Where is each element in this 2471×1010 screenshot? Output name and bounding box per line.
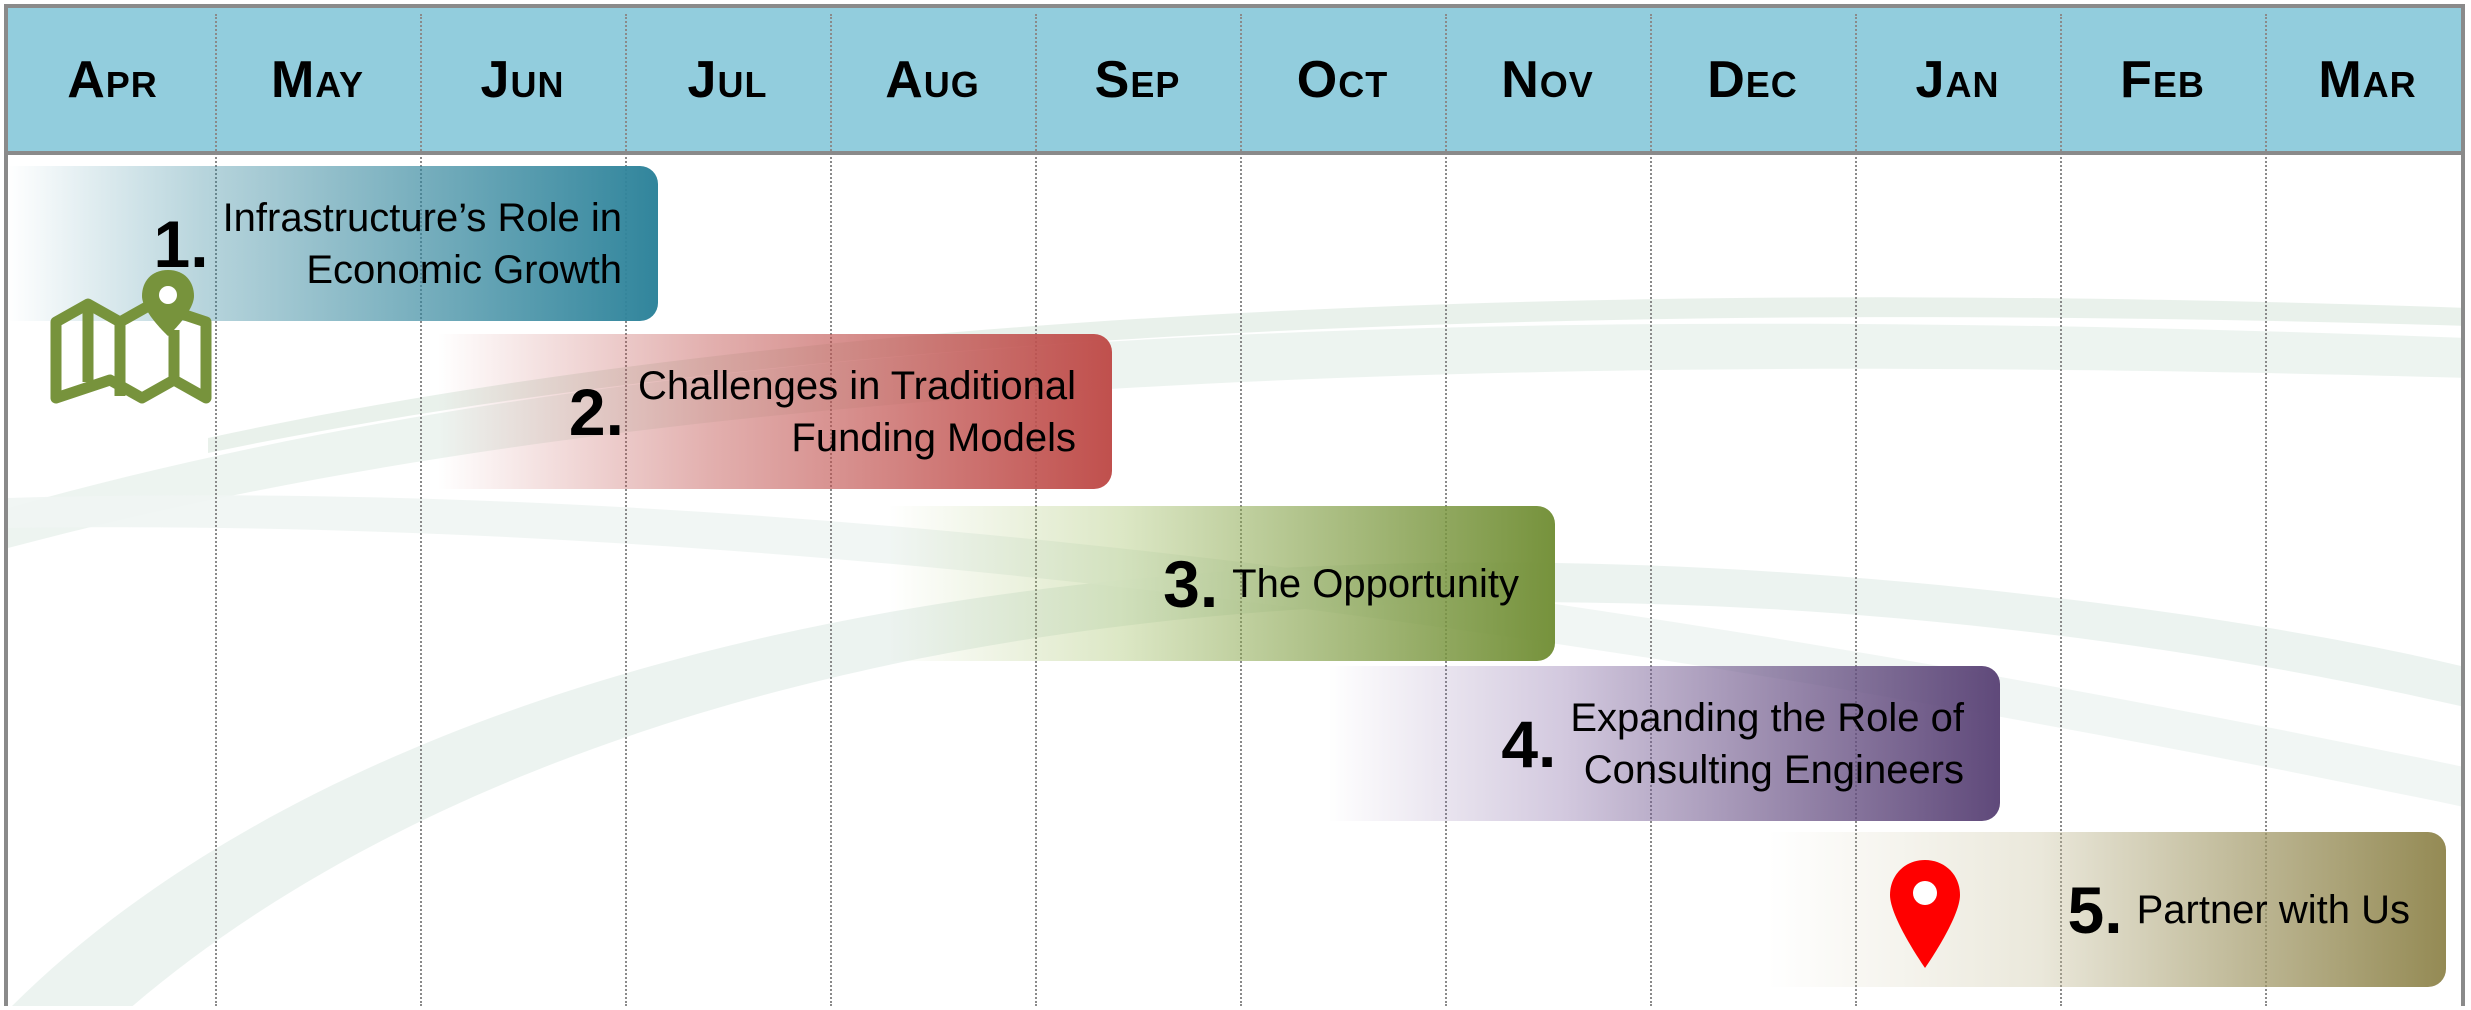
task-bar-5: 5. Partner with Us — [1768, 832, 2446, 987]
task-label: Partner with Us — [2136, 887, 2410, 932]
task-number: 1. — [153, 206, 209, 281]
month-apr: Apr — [67, 50, 158, 109]
timeline-frame: Apr May Jun Jul Aug Sep Oct Nov Dec Jan … — [4, 4, 2465, 1006]
month-may: May — [270, 50, 365, 109]
task-number: 4. — [1501, 706, 1557, 781]
month-header: Apr May Jun Jul Aug Sep Oct Nov Dec Jan … — [8, 8, 2461, 155]
month-jun: Jun — [480, 50, 565, 109]
gridline — [215, 14, 217, 1006]
gridline — [1855, 14, 1857, 1006]
map-icon — [50, 270, 212, 404]
task-number: 3. — [1163, 546, 1219, 621]
month-oct: Oct — [1296, 50, 1389, 109]
month-dec: Dec — [1707, 50, 1798, 109]
month-jan: Jan — [1915, 50, 2000, 109]
task-label: The Opportunity — [1232, 561, 1519, 606]
month-jul: Jul — [687, 50, 768, 109]
task-bar-3: 3. The Opportunity — [888, 506, 1555, 661]
month-nov: Nov — [1501, 50, 1594, 109]
gridline — [2060, 14, 2062, 1006]
month-feb: Feb — [2120, 50, 2205, 109]
gridline — [1650, 14, 1652, 1006]
gridline — [2265, 14, 2267, 1006]
location-pin-icon — [1890, 860, 1960, 968]
task-number: 5. — [2067, 872, 2123, 947]
gridline — [830, 14, 832, 1006]
gridline — [625, 14, 627, 1006]
month-aug: Aug — [885, 50, 980, 109]
gridline — [420, 14, 422, 1006]
month-mar: Mar — [2318, 50, 2417, 109]
month-sep: Sep — [1094, 50, 1181, 109]
task-number: 2. — [568, 374, 624, 449]
